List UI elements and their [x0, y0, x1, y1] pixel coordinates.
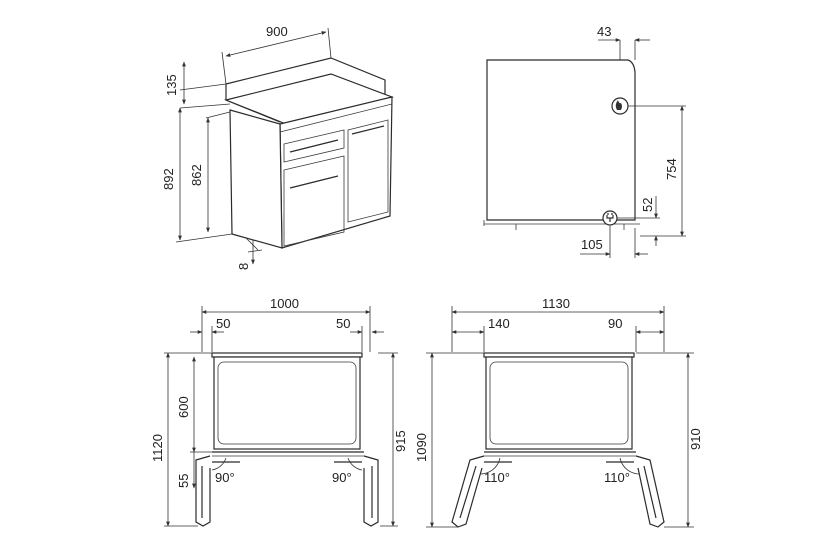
right-margin-l: 50: [336, 316, 350, 331]
body-side: [229, 109, 283, 249]
body-front: [279, 96, 393, 249]
right-margin-r: 90: [608, 316, 622, 331]
side-panel: [486, 59, 636, 221]
elec-depth-label: 105: [581, 237, 603, 252]
total-height-l: 1120: [150, 434, 165, 462]
feet-label: 8: [236, 263, 251, 270]
left-door-left: [195, 455, 211, 527]
door-view-left: 90° 90° 1000 50 50 1120 600 55 915: [150, 296, 408, 527]
left-margin-l: 50: [216, 316, 230, 331]
door-view-right: 110° 110° 1130 140 90 1090 910: [414, 296, 703, 528]
right-door-right: [635, 455, 665, 528]
gas-height-label: 754: [664, 158, 679, 180]
oven-door: [283, 155, 345, 247]
overall-width-r: 1130: [542, 296, 570, 311]
top-offset-label: 43: [597, 24, 611, 39]
lower-l: 55: [176, 474, 191, 488]
width-label: 900: [266, 24, 288, 39]
total-height-label: 892: [161, 168, 176, 190]
angle-left-l: 90°: [215, 470, 235, 485]
perspective-view: 900 135 892 862 8: [161, 24, 394, 270]
overall-width-l: 1000: [270, 296, 299, 311]
side-door: [347, 119, 389, 223]
angle-right-r: 110°: [604, 470, 630, 485]
total-height-r: 1090: [414, 433, 429, 462]
right-height-l: 915: [393, 430, 408, 452]
left-door-right: [451, 455, 485, 528]
right-height-r: 910: [688, 428, 703, 450]
elec-height-label: 52: [640, 198, 655, 212]
body-height-label: 862: [189, 164, 204, 186]
splashback-label: 135: [164, 74, 179, 96]
top-drawer: [283, 129, 345, 163]
depth-l: 600: [176, 396, 191, 418]
right-door-left: [363, 455, 379, 527]
angle-right-l: 90°: [332, 470, 352, 485]
side-view: 43 754 52 105: [483, 24, 686, 258]
angle-left-r: 110°: [484, 470, 510, 485]
left-margin-r: 140: [488, 316, 510, 331]
